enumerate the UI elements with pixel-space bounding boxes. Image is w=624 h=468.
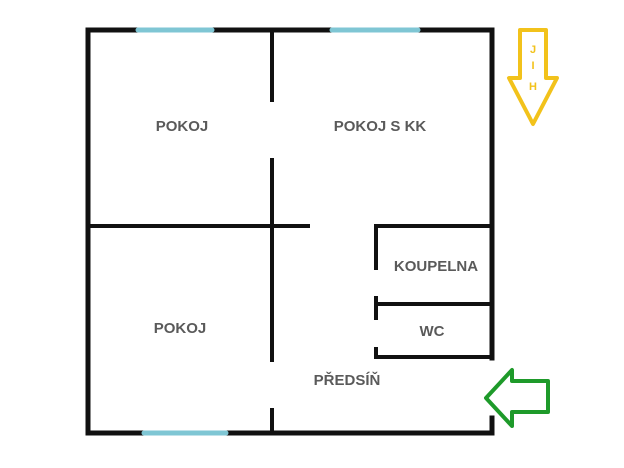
compass-letter-3: H <box>529 81 537 93</box>
outer-walls <box>85 27 495 436</box>
interior-walls <box>86 28 494 435</box>
entrance-arrow-icon <box>484 368 550 428</box>
room-label-wc: WC <box>420 323 445 340</box>
room-label-pokoj-s-kk: POKOJ S KK <box>334 118 427 135</box>
compass-letter-1: J <box>530 44 536 56</box>
compass-letter-2: I <box>531 60 534 72</box>
south-arrow-icon: J I H <box>507 28 559 126</box>
windows <box>135 27 421 436</box>
room-label-predsin: PŘEDSÍŇ <box>314 371 381 389</box>
room-label-pokoj-bottom: POKOJ <box>154 320 207 337</box>
room-label-koupelna: KOUPELNA <box>394 258 478 275</box>
room-label-pokoj-top: POKOJ <box>156 118 209 135</box>
